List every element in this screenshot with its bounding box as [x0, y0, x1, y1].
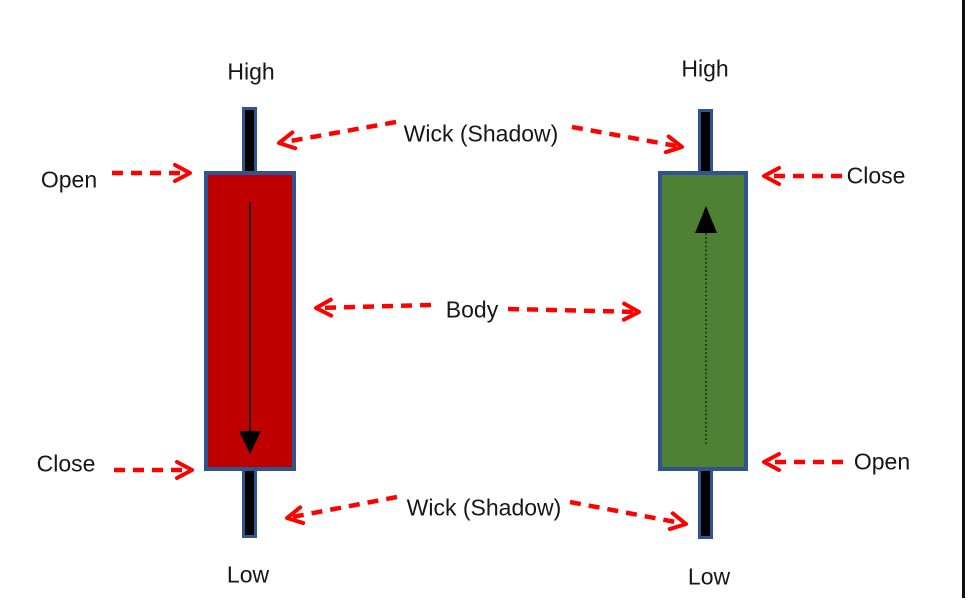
open-label-right: Open: [853, 448, 911, 475]
bearish-candle-body: [204, 171, 296, 471]
high-label-right: High: [681, 55, 729, 82]
wick-top-right-arrow: [571, 124, 684, 155]
close-label-left: Close: [36, 450, 96, 477]
wick-bottom-left-arrow: [285, 494, 398, 526]
bullish-lower-wick: [698, 468, 713, 539]
body-left-arrow: [314, 297, 432, 318]
wick-shadow-label-bottom: Wick (Shadow): [406, 494, 562, 521]
wick-shadow-label-top: Wick (Shadow): [403, 120, 559, 147]
bearish-lower-wick: [242, 468, 257, 538]
low-label-left: Low: [226, 561, 270, 588]
right-frame-line: [962, 0, 965, 598]
close-label-right: Close: [846, 162, 906, 189]
wick-top-left-arrow: [277, 119, 397, 151]
body-label: Body: [445, 296, 499, 323]
low-label-right: Low: [687, 563, 731, 590]
body-right-arrow: [507, 301, 641, 322]
high-label-left: High: [227, 58, 275, 85]
bullish-candle-body: [658, 171, 748, 471]
bearish-upper-wick: [242, 107, 257, 177]
wick-bottom-right-arrow: [569, 499, 688, 532]
bullish-upper-wick: [698, 109, 713, 176]
open-label-left: Open: [40, 166, 98, 193]
